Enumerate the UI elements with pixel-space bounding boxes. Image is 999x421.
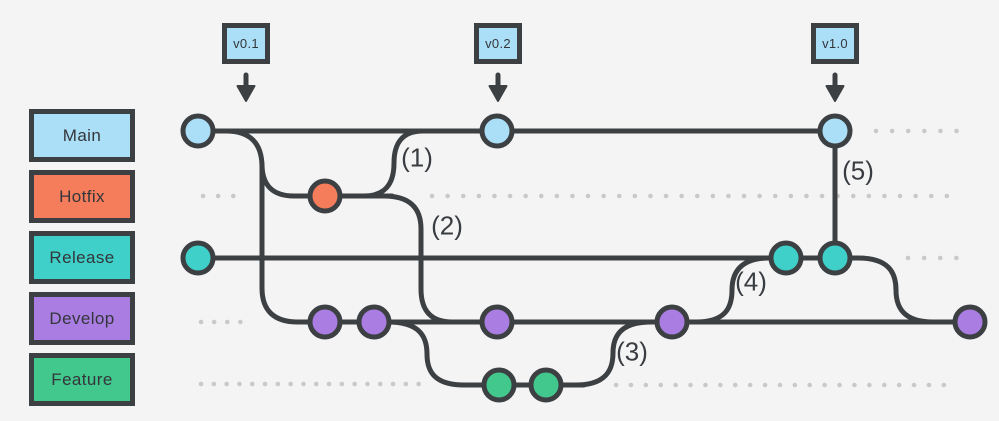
edge-hotfix-merge-to-main xyxy=(361,128,426,199)
merge-label-3: (3) xyxy=(616,336,648,367)
version-tag-label: v0.2 xyxy=(485,36,511,51)
branch-legend: Main Hotfix Release Develop Feature xyxy=(29,109,135,414)
commit-node-develop xyxy=(307,304,343,340)
legend-item-label: Feature xyxy=(51,369,113,389)
commit-node-develop xyxy=(654,304,690,340)
legend-item-label: Release xyxy=(49,247,115,267)
commit-node-main xyxy=(180,113,216,149)
version-tag-label: v1.0 xyxy=(822,36,848,51)
merge-label-1: (1) xyxy=(401,142,433,173)
version-tag-label: v0.1 xyxy=(233,36,259,51)
commit-node-feature xyxy=(481,367,517,403)
legend-item-feature: Feature xyxy=(29,353,135,406)
legend-item-label: Hotfix xyxy=(59,186,105,206)
commit-node-release xyxy=(180,240,216,276)
commit-node-main xyxy=(817,113,853,149)
down-arrow-icon xyxy=(825,72,845,102)
version-tag-v1.0: v1.0 xyxy=(811,23,859,64)
commit-node-feature xyxy=(528,367,564,403)
edge-develop-merge-to-release xyxy=(693,255,772,325)
edge-feature-merge-to-develop xyxy=(573,319,654,388)
legend-item-main: Main xyxy=(29,109,135,162)
legend-item-develop: Develop xyxy=(29,292,135,345)
down-arrow-icon xyxy=(236,72,256,102)
edge-feature-branch xyxy=(385,319,503,388)
merge-label-4: (4) xyxy=(735,266,767,297)
commit-node-develop xyxy=(952,304,988,340)
version-tag-v0.2: v0.2 xyxy=(474,23,522,64)
version-tag-v0.1: v0.1 xyxy=(222,23,270,64)
merge-label-5: (5) xyxy=(842,155,874,186)
commit-node-hotfix xyxy=(307,178,343,214)
edge-release-merge-to-develop xyxy=(832,255,936,325)
legend-item-hotfix: Hotfix xyxy=(29,170,135,223)
legend-item-label: Develop xyxy=(49,308,115,328)
legend-item-release: Release xyxy=(29,231,135,284)
legend-item-label: Main xyxy=(62,125,102,145)
edge-hotfix-branch xyxy=(259,161,395,199)
merge-label-2: (2) xyxy=(431,210,463,241)
commit-node-release xyxy=(768,240,804,276)
commit-node-main xyxy=(479,113,515,149)
down-arrow-icon xyxy=(488,72,508,102)
commit-node-release xyxy=(817,240,853,276)
commit-node-develop xyxy=(479,304,515,340)
edge-main-to-develop-branch xyxy=(223,128,301,325)
commit-node-develop xyxy=(356,304,392,340)
